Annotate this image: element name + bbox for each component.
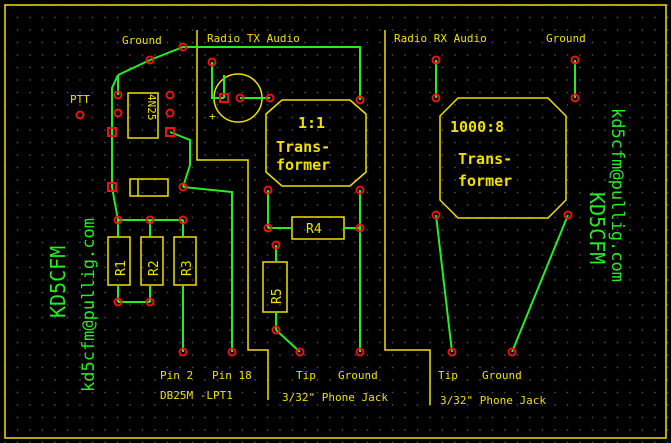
label-4n25: 4N25 — [145, 94, 158, 121]
label-jack-tx: 3/32" Phone Jack — [282, 391, 388, 404]
callsign-right: KD5CFM — [585, 192, 609, 264]
pads — [75, 42, 580, 357]
label-pin18: Pin 18 — [212, 369, 252, 382]
label-r1: R1 — [114, 260, 129, 276]
label-ground-rx-jack: Ground — [482, 369, 522, 382]
label-transformer-tx-line2: former — [276, 156, 330, 174]
label-transformer-tx-ratio: 1:1 — [298, 114, 325, 132]
label-jack-rx: 3/32" Phone Jack — [440, 394, 546, 407]
label-db25: DB25M -LPT1 — [160, 389, 233, 402]
copper-traces — [111, 46, 576, 353]
label-ptt: PTT — [70, 93, 90, 106]
label-ground-top-right: Ground — [546, 32, 586, 45]
label-transformer-rx-line1: Trans- — [458, 150, 512, 168]
label-r4: R4 — [306, 222, 322, 237]
label-capacitor-plus: + — [209, 110, 216, 123]
label-pin2: Pin 2 — [160, 369, 193, 382]
label-ground-tx-jack: Ground — [338, 369, 378, 382]
label-tip-tx: Tip — [296, 369, 316, 382]
label-radio-rx-audio: Radio RX Audio — [394, 32, 487, 45]
email-left: kd5cfm@pullig.com — [79, 218, 99, 392]
label-transformer-tx-line1: Trans- — [276, 138, 330, 156]
label-ground-top-left: Ground — [122, 34, 162, 47]
silkscreen-text: Ground Radio TX Audio Radio RX Audio Gro… — [70, 32, 586, 407]
copper-text: KD5CFM kd5cfm@pullig.com KD5CFM kd5cfm@p… — [46, 108, 627, 392]
label-r2: R2 — [147, 260, 162, 276]
callsign-left: KD5CFM — [46, 246, 70, 318]
label-r5: R5 — [270, 288, 285, 304]
label-transformer-rx-ratio: 1000:8 — [450, 118, 504, 136]
board-outline — [4, 4, 667, 439]
label-tip-rx: Tip — [438, 369, 458, 382]
label-r3: R3 — [180, 260, 195, 276]
label-transformer-rx-line2: former — [458, 172, 512, 190]
email-right: kd5cfm@pullig.com — [607, 108, 627, 282]
label-radio-tx-audio: Radio TX Audio — [207, 32, 300, 45]
